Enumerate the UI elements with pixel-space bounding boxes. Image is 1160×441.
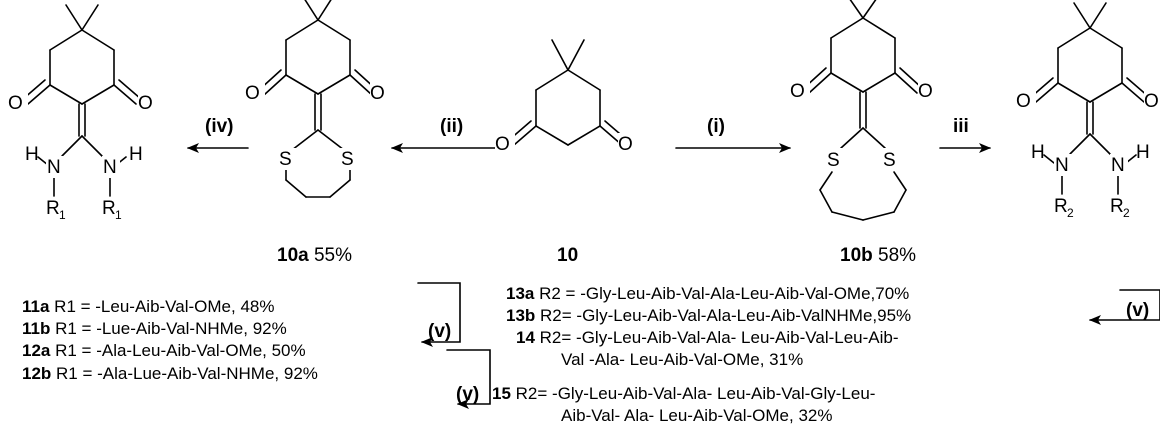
svg-text:S: S	[279, 149, 292, 170]
svg-text:S: S	[341, 149, 354, 170]
svg-text:S: S	[827, 150, 840, 171]
svg-text:R: R	[1054, 196, 1068, 217]
list-item: 12b R1 = -Ala-Lue-Aib-Val-NHMe, 92%	[22, 364, 318, 383]
structure-product-r2	[1030, 2, 1150, 195]
svg-text:(iv): (iv)	[205, 116, 234, 137]
svg-text:O: O	[618, 134, 633, 155]
svg-text:O: O	[790, 81, 805, 102]
svg-text:(v): (v)	[428, 321, 451, 342]
svg-text:H: H	[1031, 142, 1045, 163]
label-10b: 10b 58%	[840, 245, 917, 266]
structure-10a	[258, 0, 378, 198]
label-10a: 10a 55%	[277, 245, 353, 266]
svg-text:(v): (v)	[1126, 300, 1149, 321]
list-item: 13b R2= -Gly-Leu-Aib-Val-Ala-Leu-Aib-Val…	[506, 306, 912, 325]
label-10: 10	[557, 245, 579, 266]
svg-text:O: O	[1144, 91, 1159, 112]
svg-text:2: 2	[1067, 206, 1074, 220]
list-item: 13a R2 = -Gly-Leu-Aib-Val-Ala-Leu-Aib-Va…	[506, 284, 910, 303]
list-item: Val -Ala- Leu-Aib-Val-OMe, 31%	[561, 350, 804, 369]
condition-labels: (ii) (iv) (i) iii (v) (v) (v)	[205, 116, 1149, 405]
list-item: 14 R2= -Gly-Leu-Aib-Val-Ala- Leu-Aib-Val…	[516, 328, 899, 347]
list-item: 15 R2= -Gly-Leu-Aib-Val-Ala- Leu-Aib-Val…	[492, 384, 876, 403]
list-item: 11a R1 = -Leu-Aib-Val-OMe, 48%	[22, 297, 275, 316]
svg-text:2: 2	[1123, 206, 1130, 220]
svg-text:H: H	[129, 144, 143, 165]
arrow-v-2	[446, 349, 491, 409]
svg-text:1: 1	[59, 208, 66, 222]
svg-text:O: O	[8, 93, 23, 114]
list-item: 12a R1 = -Ala-Leu-Aib-Val-OMe, 50%	[22, 341, 306, 360]
bracket-arrows	[417, 282, 1160, 409]
svg-text:O: O	[1016, 91, 1031, 112]
svg-text:N: N	[103, 157, 117, 178]
svg-text:iii: iii	[953, 116, 969, 137]
svg-text:H: H	[1136, 142, 1150, 163]
svg-text:(ii): (ii)	[440, 116, 463, 137]
svg-text:O: O	[918, 81, 933, 102]
svg-text:R: R	[46, 198, 60, 219]
svg-text:1: 1	[115, 208, 122, 222]
atom-labels: O O O O S S O O H H N N R 1 R 1 O O S S	[8, 80, 1160, 222]
svg-text:S: S	[883, 150, 896, 171]
arrow-v-3	[1089, 289, 1160, 325]
svg-text:(i): (i)	[707, 116, 725, 137]
svg-text:O: O	[245, 83, 260, 104]
svg-text:H: H	[25, 144, 39, 165]
svg-text:N: N	[47, 157, 61, 178]
structure-product-r1	[22, 4, 142, 197]
svg-text:N: N	[1111, 155, 1125, 176]
structure-10b	[803, 0, 923, 221]
svg-text:O: O	[495, 134, 510, 155]
svg-text:(v): (v)	[456, 384, 479, 405]
structure-10	[508, 39, 628, 146]
svg-text:R: R	[1110, 196, 1124, 217]
arrow-v-1	[417, 282, 461, 347]
list-item: 11b R1 = -Lue-Aib-Val-NHMe, 92%	[22, 319, 287, 338]
svg-text:N: N	[1055, 155, 1069, 176]
svg-text:O: O	[370, 83, 385, 104]
svg-text:R: R	[102, 198, 116, 219]
svg-text:O: O	[138, 93, 153, 114]
list-item: Aib-Val- Ala- Leu-Aib-Val-OMe, 32%	[561, 406, 833, 425]
